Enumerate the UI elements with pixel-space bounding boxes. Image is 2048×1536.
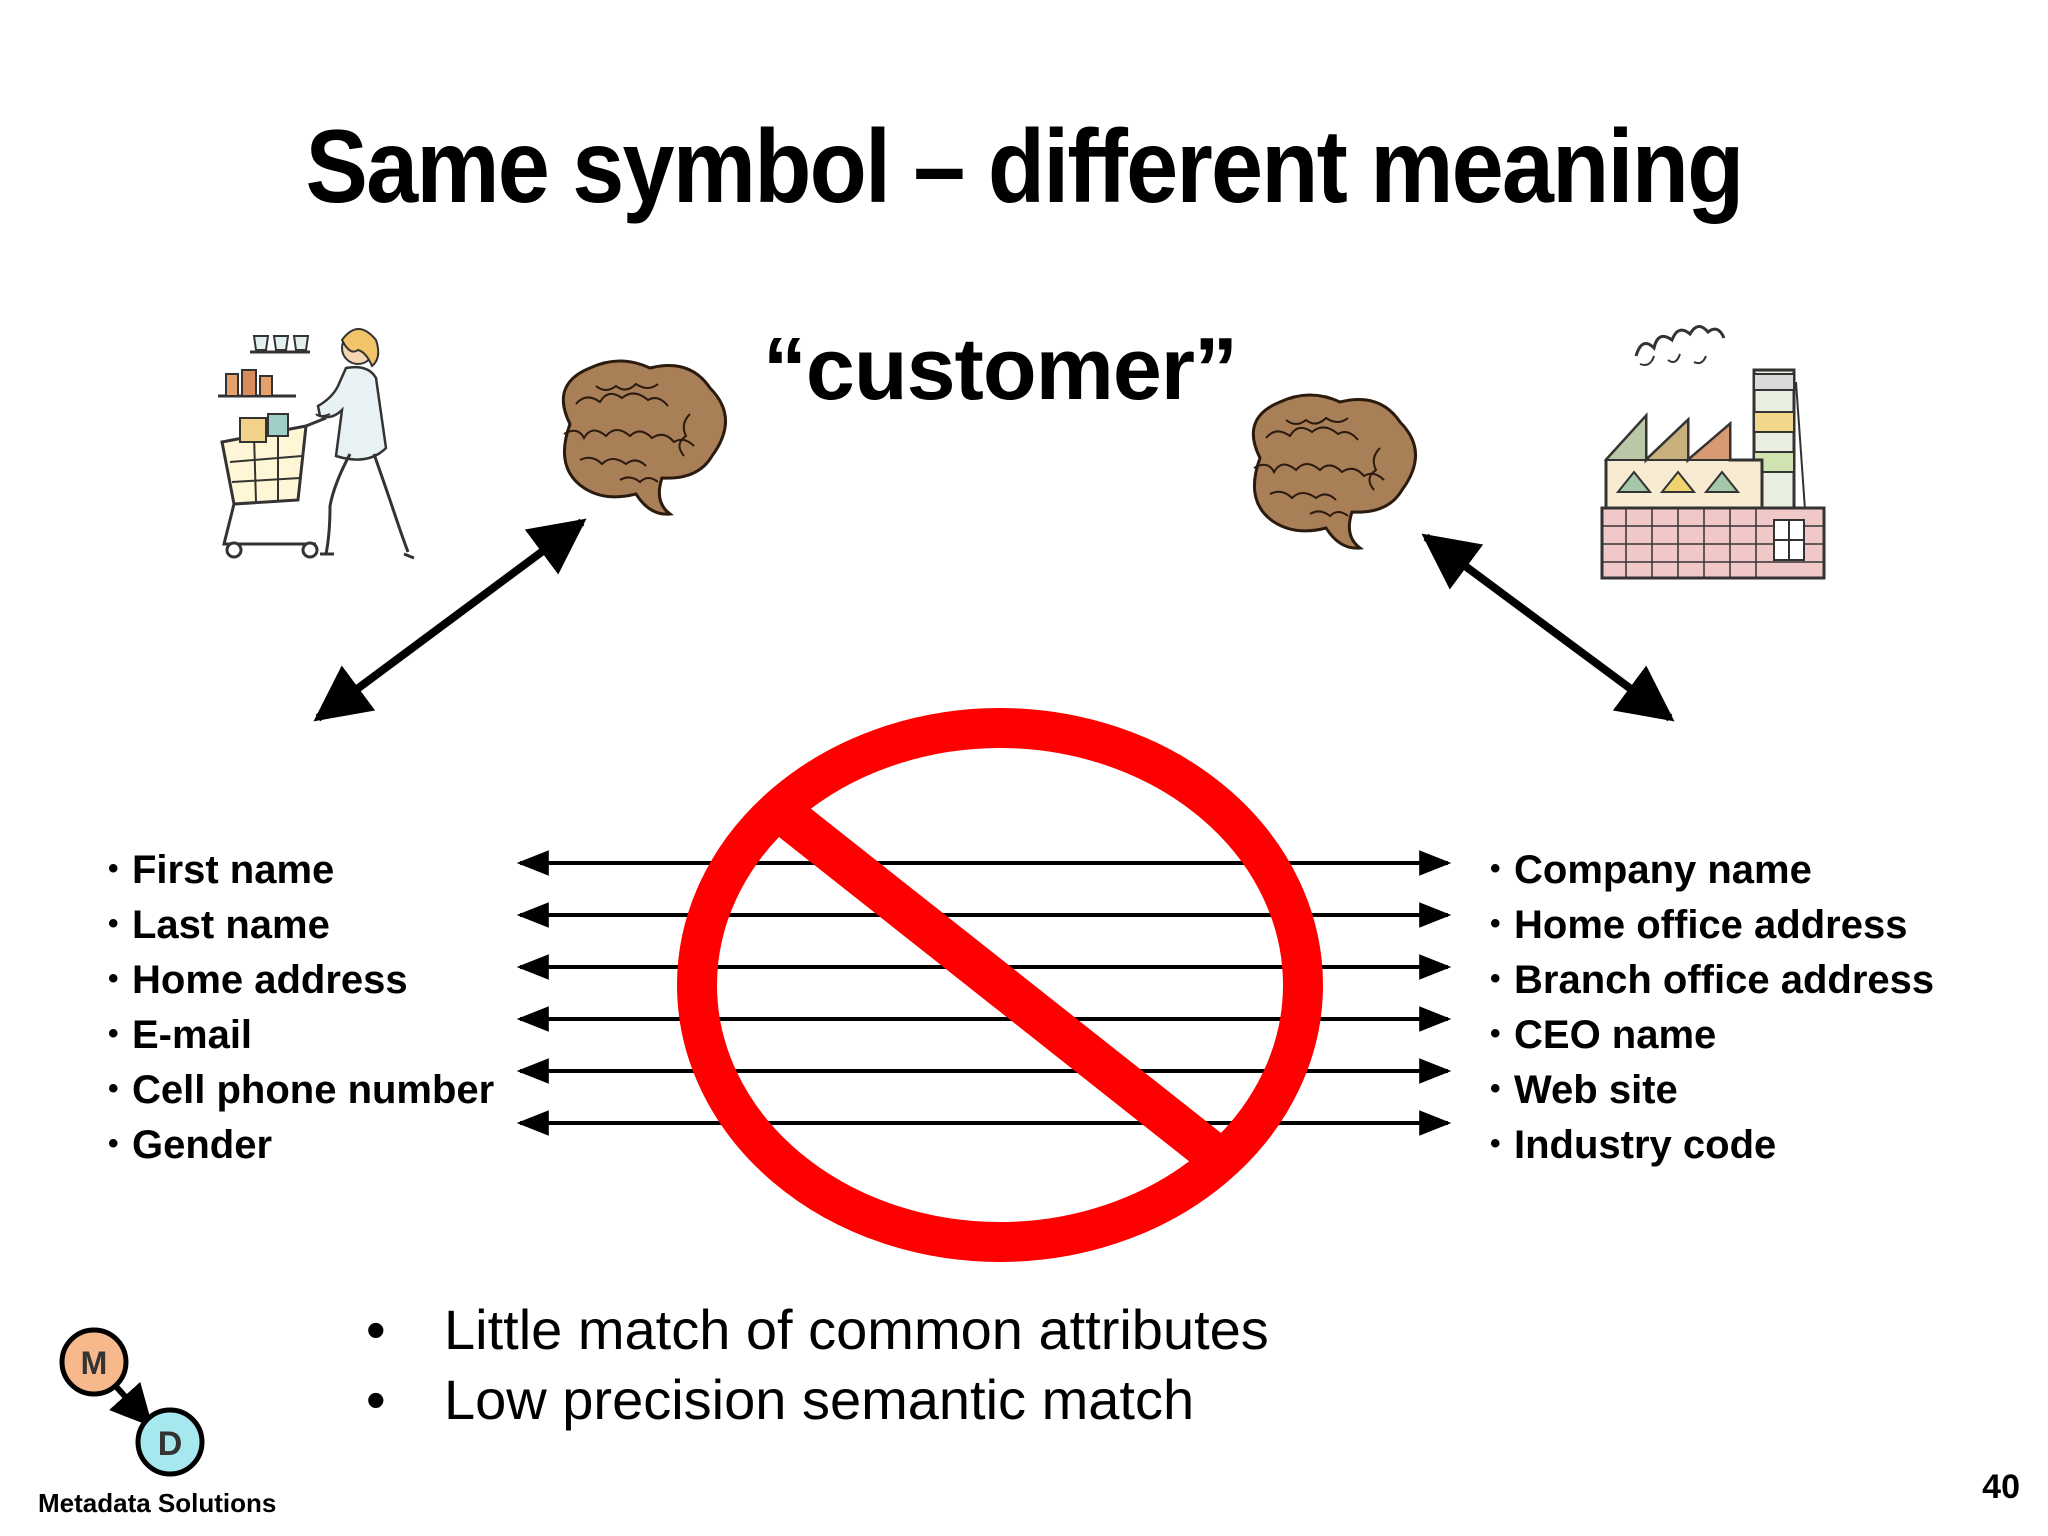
list-item: Industry code bbox=[1490, 1116, 1934, 1173]
list-item: Gender bbox=[108, 1116, 494, 1173]
metadata-solutions-logo: M D bbox=[59, 1327, 205, 1477]
no-sign-ring bbox=[677, 708, 1323, 1262]
logo-caption: Metadata Solutions bbox=[38, 1488, 277, 1518]
no-sign-icon bbox=[677, 708, 1323, 1262]
symbol-term: “customer” bbox=[762, 319, 1238, 418]
list-item: Company name bbox=[1490, 841, 1934, 898]
summary-item: Low precision semantic match bbox=[360, 1365, 1269, 1435]
list-item: Cell phone number bbox=[108, 1061, 494, 1118]
list-item: Home address bbox=[108, 951, 494, 1008]
list-item: Home office address bbox=[1490, 896, 1934, 953]
factory-icon bbox=[1600, 325, 1826, 580]
logo-circle-d bbox=[135, 1407, 205, 1477]
consumer-attributes-list: First name Last name Home address E-mail… bbox=[108, 841, 494, 1173]
list-item: Branch office address bbox=[1490, 951, 1934, 1008]
list-item: First name bbox=[108, 841, 494, 898]
page-number: 40 bbox=[1982, 1468, 2020, 1506]
list-item: CEO name bbox=[1490, 1006, 1934, 1063]
brain-icon bbox=[1251, 393, 1417, 550]
right-link-arrow bbox=[1421, 533, 1675, 722]
list-item: Last name bbox=[108, 896, 494, 953]
brain-icon bbox=[561, 359, 727, 516]
logo-letter-m: M bbox=[81, 1345, 108, 1381]
shopper-with-cart-icon bbox=[218, 328, 415, 560]
no-sign-slash bbox=[771, 798, 1229, 1172]
summary-item: Little match of common attributes bbox=[360, 1295, 1269, 1365]
left-link-arrow bbox=[313, 518, 587, 722]
slide-title: Same symbol – different meaning bbox=[305, 109, 1744, 225]
company-attributes-list: Company name Home office address Branch … bbox=[1490, 841, 1934, 1173]
summary-bullets: Little match of common attributes Low pr… bbox=[360, 1295, 1269, 1435]
list-item: E-mail bbox=[108, 1006, 494, 1063]
logo-circle-m bbox=[59, 1327, 129, 1397]
logo-letter-d: D bbox=[158, 1425, 183, 1463]
list-item: Web site bbox=[1490, 1061, 1934, 1118]
